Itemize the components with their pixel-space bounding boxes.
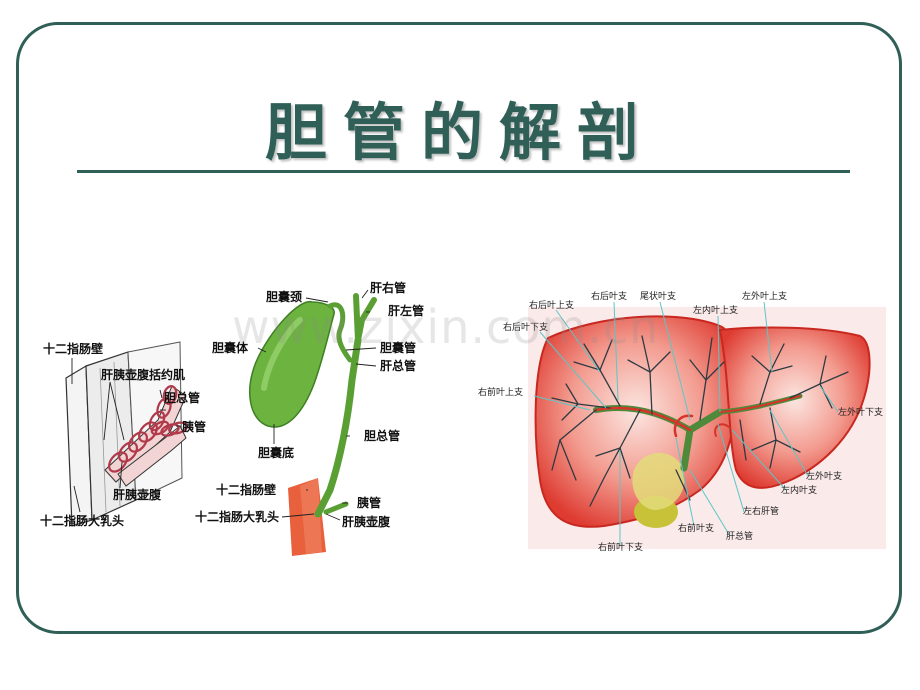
label-gallbladder-body: 胆囊体 — [212, 341, 249, 355]
label-left-medial-superior: 左内叶上支 — [693, 306, 739, 316]
label-common-hepatic-duct-3: 肝总管 — [726, 532, 754, 542]
label-right-posterior-inferior: 右后叶下支 — [503, 323, 549, 333]
label-left-lateral-inferior: 左外叶下支 — [838, 408, 884, 418]
label-duodenal-wall: 十二指肠壁 — [43, 342, 104, 356]
label-gallbladder-fundus: 胆囊底 — [258, 446, 295, 460]
label-right-anterior: 右前叶支 — [678, 524, 715, 534]
label-left-medial: 左内叶支 — [781, 486, 818, 496]
label-pancreatic-duct: 胰管 — [182, 420, 207, 434]
label-left-hepatic-duct: 肝左管 — [388, 304, 425, 318]
label-right-posterior-superior: 右后叶上支 — [529, 301, 575, 311]
label-gallbladder-neck: 胆囊颈 — [266, 290, 303, 304]
label-left-lateral-superior: 左外叶上支 — [742, 292, 788, 302]
slide-frame — [16, 22, 902, 634]
label-right-posterior: 右后叶支 — [591, 292, 628, 302]
label-ampulla-2: 肝胰壶腹 — [342, 515, 391, 529]
label-left-lateral: 左外叶支 — [806, 472, 843, 482]
label-caudate: 尾状叶支 — [640, 292, 677, 302]
label-right-anterior-superior: 右前叶上支 — [478, 388, 524, 398]
label-major-papilla: 十二指肠大乳头 — [40, 514, 125, 528]
label-major-papilla-2: 十二指肠大乳头 — [195, 510, 280, 524]
label-duodenal-wall-2: 十二指肠壁 — [216, 483, 277, 497]
title-underline — [77, 170, 850, 173]
slide-title: 胆管的解剖 — [264, 96, 655, 169]
label-common-bile-duct: 胆总管 — [164, 391, 201, 405]
watermark-text: www.zixin.com.cn — [232, 300, 660, 354]
label-common-hepatic-duct: 肝总管 — [380, 359, 417, 373]
label-left-right-hepatic-duct: 左右肝管 — [743, 507, 780, 517]
label-ampulla: 肝胰壶腹 — [113, 488, 162, 502]
label-pancreatic-duct-2: 胰管 — [357, 496, 382, 510]
label-right-anterior-inferior: 右前叶下支 — [598, 543, 644, 553]
label-common-bile-duct-2: 胆总管 — [364, 429, 401, 443]
label-sphincter-muscle: 肝胰壶腹括约肌 — [101, 368, 186, 382]
label-cystic-duct: 胆囊管 — [380, 341, 417, 355]
label-right-hepatic-duct: 肝右管 — [370, 281, 407, 295]
